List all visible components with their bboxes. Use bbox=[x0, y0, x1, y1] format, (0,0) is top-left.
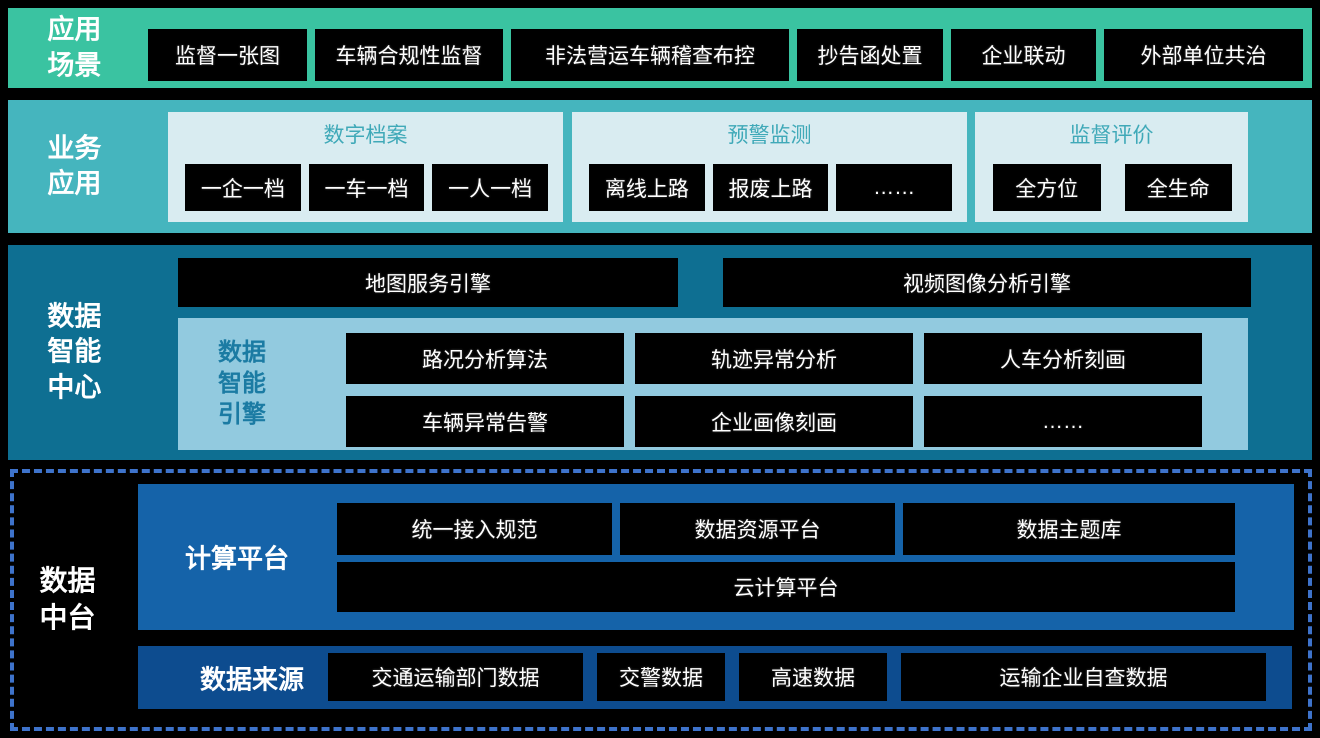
business-group-items: 全方位全生命 bbox=[993, 164, 1232, 211]
scenario-box: 车辆合规性监督 bbox=[315, 29, 503, 81]
compute-box: 云计算平台 bbox=[337, 562, 1235, 612]
compute-platform-panel: 计算平台 统一接入规范数据资源平台数据主题库 云计算平台 bbox=[138, 484, 1294, 630]
data-intelligence-engine-label: 数据智能引擎 bbox=[218, 339, 266, 429]
engine-boxes-row: 地图服务引擎视频图像分析引擎 bbox=[178, 258, 1251, 307]
business-group-title: 监督评价 bbox=[1069, 124, 1154, 147]
compute-platform-rows: 统一接入规范数据资源平台数据主题库 云计算平台 bbox=[337, 503, 1235, 612]
business-applications-label: 业务应用 bbox=[47, 132, 102, 199]
application-box: …… bbox=[836, 164, 953, 211]
business-group-panel: 预警监测离线上路报废上路…… bbox=[572, 112, 967, 222]
algorithm-box: 车辆异常告警 bbox=[346, 396, 624, 447]
business-group-title: 数字档案 bbox=[323, 124, 408, 147]
data-intelligence-center-label: 数据智能中心 bbox=[47, 301, 102, 403]
data-sources-panel: 数据来源 交通运输部门数据交警数据高速数据运输企业自查数据 bbox=[138, 646, 1292, 709]
algorithm-grid: 路况分析算法轨迹异常分析人车分析刻画车辆异常告警企业画像刻画…… bbox=[346, 333, 1202, 447]
engine-box: 地图服务引擎 bbox=[178, 258, 678, 307]
application-box: 报废上路 bbox=[712, 164, 829, 211]
compute-box: 统一接入规范 bbox=[337, 503, 612, 555]
compute-box: 数据主题库 bbox=[903, 503, 1235, 555]
business-group-items: 一企一档一车一档一人一档 bbox=[185, 164, 549, 211]
data-sources-row: 交通运输部门数据交警数据高速数据运输企业自查数据 bbox=[328, 653, 1266, 701]
application-box: 全生命 bbox=[1124, 164, 1232, 211]
compute-box: 数据资源平台 bbox=[620, 503, 895, 555]
scenario-items-row: 监督一张图车辆合规性监督非法营运车辆稽查布控抄告函处置企业联动外部单位共治 bbox=[148, 29, 1303, 81]
application-box: 离线上路 bbox=[589, 164, 705, 211]
scenario-box: 外部单位共治 bbox=[1104, 29, 1303, 81]
scenario-box: 抄告函处置 bbox=[797, 29, 943, 81]
data-source-box: 交通运输部门数据 bbox=[328, 653, 583, 701]
application-box: 一企一档 bbox=[185, 164, 301, 211]
compute-row-2: 云计算平台 bbox=[337, 562, 1235, 612]
data-source-box: 运输企业自查数据 bbox=[901, 653, 1266, 701]
engine-box: 视频图像分析引擎 bbox=[723, 258, 1251, 307]
algorithm-box: 企业画像刻画 bbox=[635, 396, 913, 447]
data-source-box: 交警数据 bbox=[597, 653, 725, 701]
band-data-middle-platform: 数据中台 计算平台 统一接入规范数据资源平台数据主题库 云计算平台 数据来源 交… bbox=[10, 469, 1312, 731]
algorithm-box: 人车分析刻画 bbox=[924, 333, 1202, 384]
algorithm-box: …… bbox=[924, 396, 1202, 447]
algorithm-box: 轨迹异常分析 bbox=[635, 333, 913, 384]
application-box: 全方位 bbox=[993, 164, 1101, 211]
scenario-box: 企业联动 bbox=[951, 29, 1096, 81]
business-group-panel: 监督评价全方位全生命 bbox=[975, 112, 1248, 222]
compute-row-1: 统一接入规范数据资源平台数据主题库 bbox=[337, 503, 1235, 555]
data-source-box: 高速数据 bbox=[739, 653, 887, 701]
scenario-box: 非法营运车辆稽查布控 bbox=[511, 29, 789, 81]
business-group-panel: 数字档案一企一档一车一档一人一档 bbox=[168, 112, 563, 222]
application-scenarios-label: 应用场景 bbox=[47, 14, 102, 80]
band-business-applications: 业务应用 数字档案一企一档一车一档一人一档预警监测离线上路报废上路……监督评价全… bbox=[8, 100, 1312, 233]
business-group-title: 预警监测 bbox=[727, 124, 812, 147]
application-box: 一人一档 bbox=[432, 164, 549, 211]
band-application-scenarios: 应用场景 监督一张图车辆合规性监督非法营运车辆稽查布控抄告函处置企业联动外部单位… bbox=[8, 8, 1312, 88]
business-group-items: 离线上路报废上路…… bbox=[589, 164, 953, 211]
algorithm-box: 路况分析算法 bbox=[346, 333, 624, 384]
data-middle-platform-label: 数据中台 bbox=[39, 565, 96, 633]
data-intelligence-engine-panel: 数据智能引擎 路况分析算法轨迹异常分析人车分析刻画车辆异常告警企业画像刻画…… bbox=[178, 318, 1248, 450]
compute-platform-label: 计算平台 bbox=[185, 543, 290, 574]
scenario-box: 监督一张图 bbox=[148, 29, 307, 81]
application-box: 一车一档 bbox=[308, 164, 425, 211]
data-sources-label: 数据来源 bbox=[200, 664, 305, 694]
band-data-intelligence-center: 数据智能中心 地图服务引擎视频图像分析引擎 数据智能引擎 路况分析算法轨迹异常分… bbox=[8, 245, 1312, 460]
